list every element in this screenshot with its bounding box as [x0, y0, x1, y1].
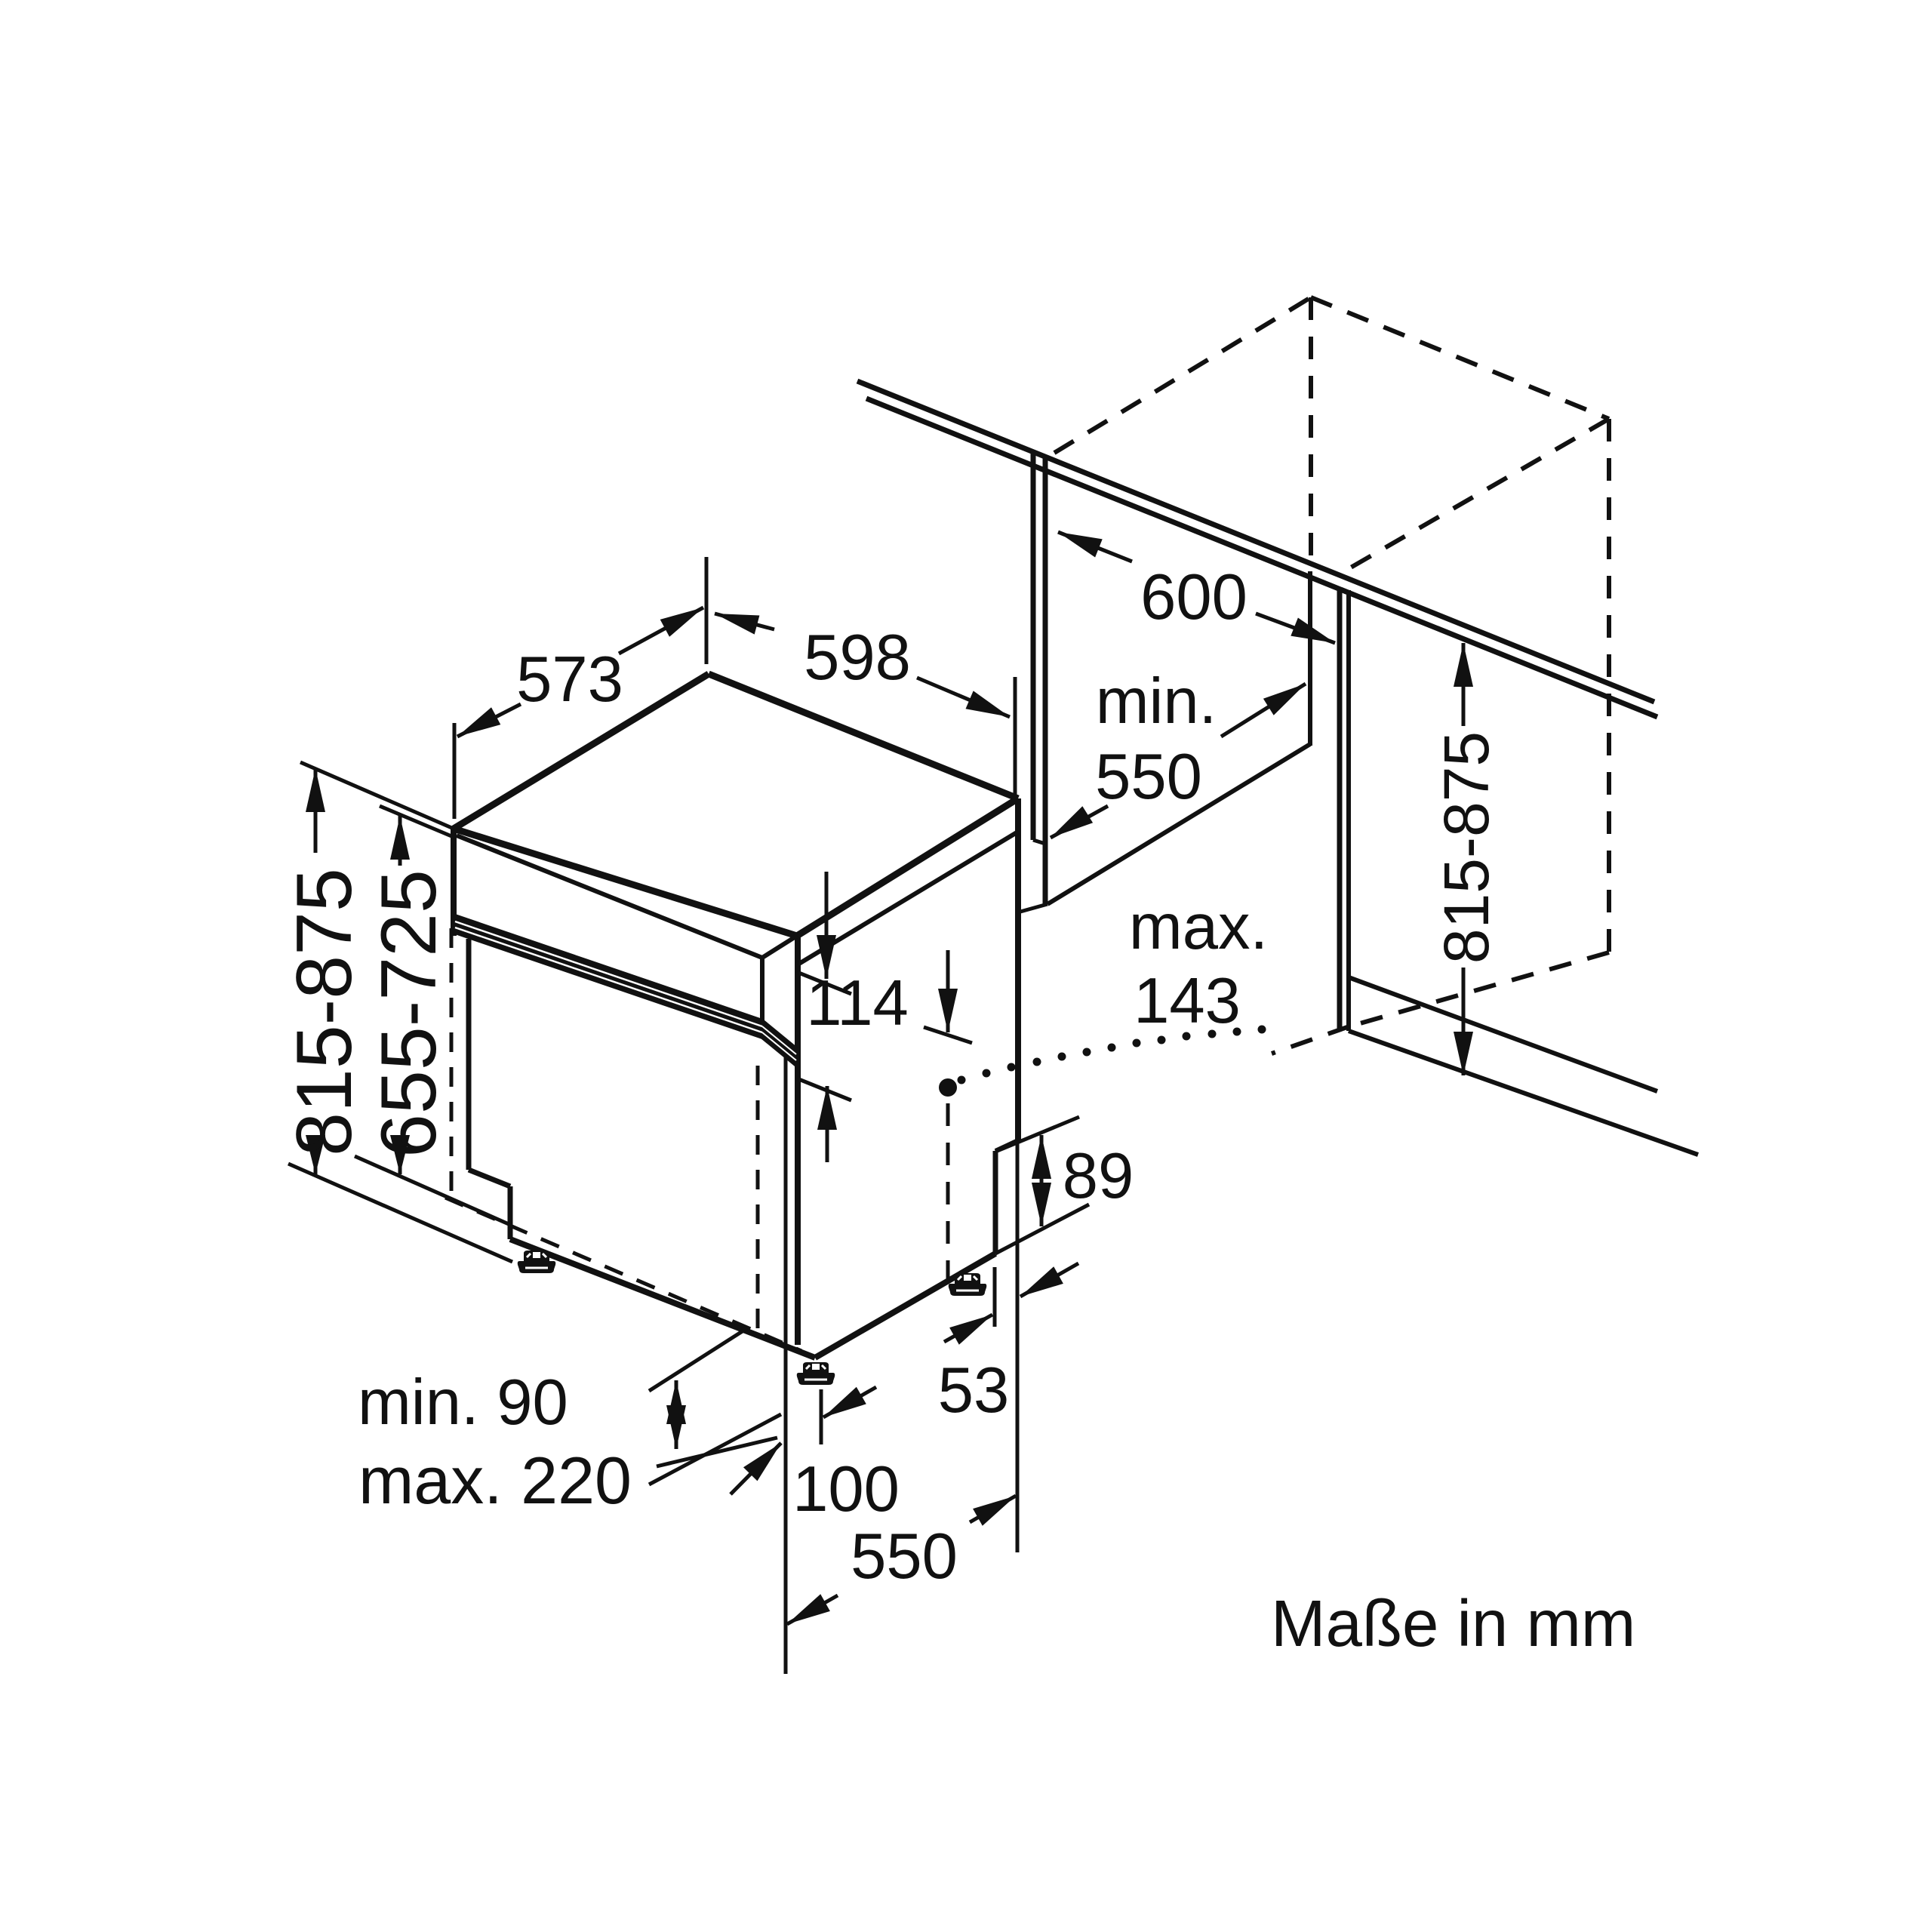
svg-text:600: 600 — [1140, 561, 1247, 633]
svg-text:550: 550 — [1095, 741, 1202, 813]
svg-text:143: 143 — [1134, 965, 1241, 1037]
svg-text:815-875: 815-875 — [1431, 731, 1502, 964]
svg-text:550: 550 — [851, 1521, 958, 1592]
svg-text:815-875: 815-875 — [281, 868, 368, 1156]
svg-text:min. 90: min. 90 — [358, 1367, 568, 1438]
svg-text:598: 598 — [804, 622, 911, 694]
svg-text:114: 114 — [806, 968, 909, 1039]
svg-text:min.: min. — [1096, 666, 1217, 737]
svg-text:max.: max. — [1129, 891, 1268, 963]
svg-text:100: 100 — [792, 1454, 900, 1525]
svg-text:Maße in mm: Maße in mm — [1271, 1587, 1635, 1660]
svg-text:655-725: 655-725 — [365, 869, 453, 1158]
svg-text:max. 220: max. 220 — [358, 1443, 632, 1518]
svg-text:53: 53 — [938, 1355, 1010, 1426]
svg-text:89: 89 — [1063, 1140, 1134, 1212]
svg-text:573: 573 — [516, 644, 623, 715]
